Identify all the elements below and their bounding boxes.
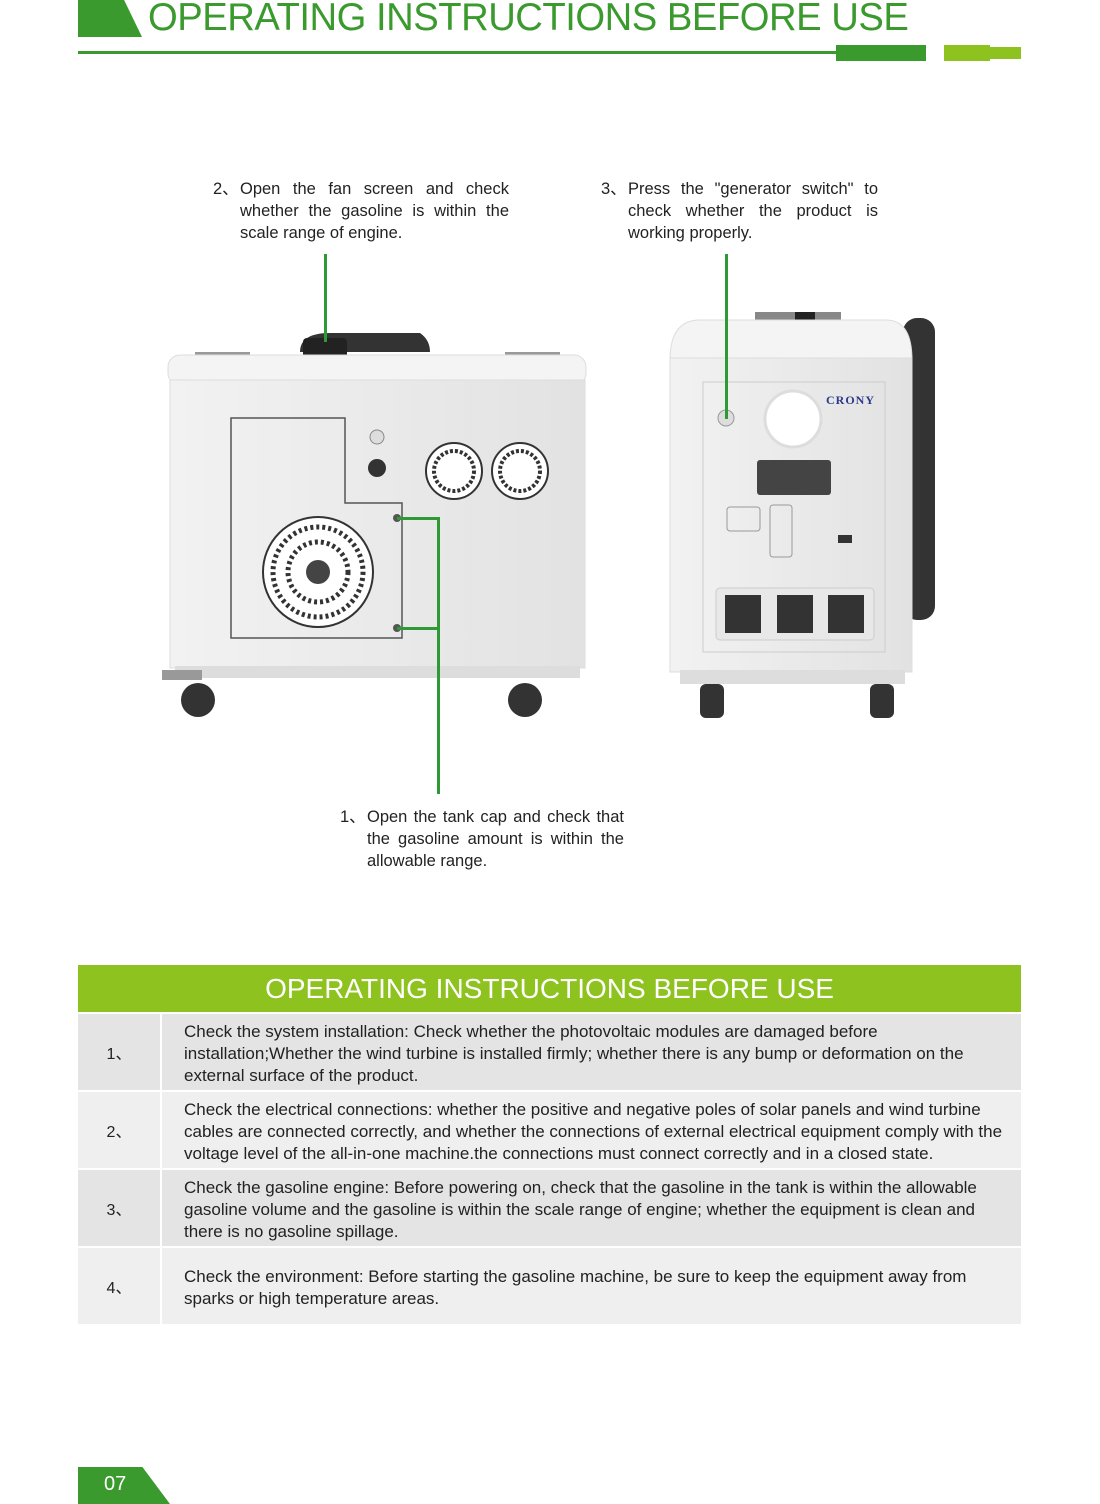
row-text: Check the gasoline engine: Before poweri… xyxy=(184,1178,977,1241)
callout-number: 1、 xyxy=(340,808,366,826)
row-text: Check the system installation: Check whe… xyxy=(184,1022,964,1085)
page-title: OPERATING INSTRUCTIONS BEFORE USE xyxy=(148,0,909,39)
callout-line-3 xyxy=(725,254,728,419)
callout-line-1-bottom xyxy=(397,627,439,630)
header-block-light xyxy=(944,45,990,61)
callout-text: Open the tank cap and check that the gas… xyxy=(367,808,624,870)
header-divider xyxy=(78,51,838,54)
header-block xyxy=(836,45,926,61)
table-row: 1、 Check the system installation: Check … xyxy=(78,1012,1021,1090)
generator-front-view xyxy=(669,312,935,718)
callout-text: Open the fan screen and check whether th… xyxy=(240,180,509,242)
row-number: 2、 xyxy=(78,1092,162,1168)
header-block-light-tail xyxy=(988,47,1021,59)
row-text: Check the environment: Before starting t… xyxy=(184,1267,967,1308)
product-illustration xyxy=(162,312,935,718)
row-number: 3、 xyxy=(78,1170,162,1246)
callout-text: Press the "generator switch" to check wh… xyxy=(628,180,878,242)
callout-1: 1、 Open the tank cap and check that the … xyxy=(340,806,624,872)
callout-line-1 xyxy=(437,517,440,794)
callout-2: 2、 Open the fan screen and check whether… xyxy=(213,178,509,244)
page-number: 07 xyxy=(78,1467,170,1504)
callout-line-1-top xyxy=(397,517,439,520)
generator-side-view xyxy=(162,333,587,717)
row-number: 4、 xyxy=(78,1248,162,1324)
row-number: 1、 xyxy=(78,1014,162,1090)
instructions-table: OPERATING INSTRUCTIONS BEFORE USE 1、 Che… xyxy=(78,965,1021,1324)
callout-line-2 xyxy=(324,254,327,342)
callout-number: 3、 xyxy=(601,180,627,198)
callout-3: 3、 Press the "generator switch" to check… xyxy=(601,178,878,244)
brand-logo: CRONY xyxy=(826,393,875,407)
table-title: OPERATING INSTRUCTIONS BEFORE USE xyxy=(78,965,1021,1012)
callout-number: 2、 xyxy=(213,180,239,198)
row-text: Check the electrical connections: whethe… xyxy=(184,1100,1003,1163)
table-row: 3、 Check the gasoline engine: Before pow… xyxy=(78,1168,1021,1246)
table-row: 4、 Check the environment: Before startin… xyxy=(78,1246,1021,1324)
table-row: 2、 Check the electrical connections: whe… xyxy=(78,1090,1021,1168)
